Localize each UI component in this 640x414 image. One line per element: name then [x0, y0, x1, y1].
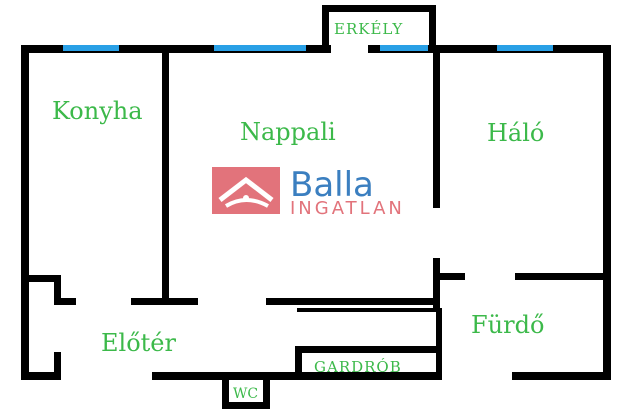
wc-wall-left	[222, 372, 229, 409]
wc-wall-bottom	[222, 402, 270, 409]
wall-furdo-left	[436, 309, 442, 379]
wall-top-left	[21, 45, 331, 53]
room-label-nappali: Nappali	[240, 118, 336, 146]
wall-top-right	[368, 45, 610, 53]
wall-nappali-halo-upper	[433, 45, 440, 208]
wall-nappali-halo-lower	[433, 258, 440, 310]
wall-right-upper	[603, 45, 611, 282]
room-label-halo: Háló	[487, 119, 544, 147]
window-nappali	[214, 45, 306, 51]
window-halo	[497, 45, 553, 51]
brand-name: Balla	[290, 165, 374, 205]
wall-left	[21, 45, 29, 379]
wall-corridor	[297, 308, 442, 312]
window-balcony	[380, 45, 428, 51]
room-label-konyha: Konyha	[52, 97, 143, 125]
room-labels: Konyha Nappali Háló Előtér Fürdő ERKÉLY …	[52, 20, 544, 402]
wall-konyha-bottom	[21, 275, 61, 282]
room-label-eloter: Előtér	[101, 329, 176, 357]
balcony-wall-left	[322, 5, 329, 53]
room-label-gardrob: GARDRÓB	[314, 358, 402, 376]
wall-nappali-bottom-left	[131, 298, 198, 305]
wall-halo-furdo-left	[440, 273, 465, 280]
wc-wall-right	[263, 372, 270, 409]
wall-gardrob-top	[295, 346, 442, 353]
watermark: Balla INGATLAN	[212, 165, 405, 219]
house-logo-icon	[212, 167, 280, 214]
room-label-erkely: ERKÉLY	[334, 20, 403, 38]
wall-right-lower	[603, 274, 611, 379]
wall-halo-furdo-right	[515, 273, 611, 280]
room-label-furdo: Fürdő	[471, 311, 544, 339]
balcony-wall-right	[429, 5, 436, 53]
windows	[63, 45, 553, 51]
balcony-wall-top	[322, 5, 436, 12]
wall-eloter-stub	[54, 352, 61, 380]
wall-bottom-left	[21, 372, 56, 380]
wall-konyha-stub-foot	[54, 298, 76, 305]
wall-nappali-bottom-right	[266, 298, 440, 305]
window-konyha	[63, 45, 119, 51]
room-label-wc: WC	[233, 386, 258, 402]
wall-konyha-nappali	[162, 45, 169, 305]
walls	[21, 5, 611, 409]
wall-konyha-stub	[54, 275, 61, 305]
brand-sub: INGATLAN	[290, 198, 405, 219]
wall-bottom-right	[512, 372, 611, 380]
wall-gardrob-left	[295, 346, 302, 376]
